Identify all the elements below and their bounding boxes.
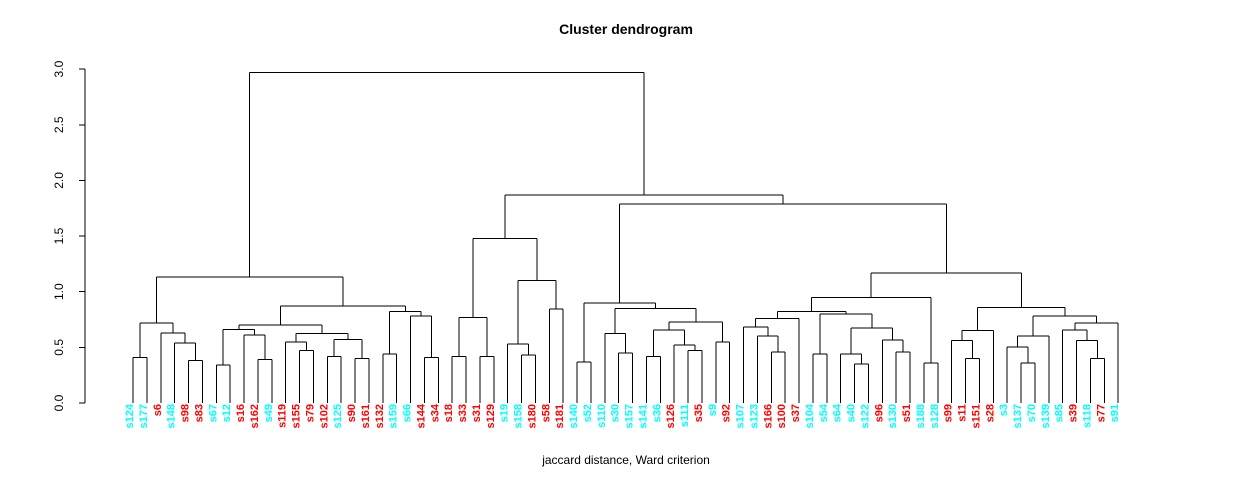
leaf-label: s99	[943, 404, 955, 422]
leaf-label: s100	[776, 404, 788, 428]
y-tick-label: 1.0	[52, 283, 66, 300]
y-tick-label: 1.5	[52, 227, 66, 244]
leaf-label: s110	[596, 404, 608, 428]
leaf-label: s157	[624, 404, 636, 428]
leaf-label: s90	[346, 404, 358, 422]
leaf-label: s151	[970, 404, 982, 428]
leaf-label: s180	[526, 404, 538, 428]
leaf-label: s128	[929, 404, 941, 428]
leaf-label: s155	[291, 404, 303, 428]
leaf-label: s77	[1095, 404, 1107, 422]
leaf-label: s119	[277, 404, 289, 428]
leaf-label: s96	[873, 404, 885, 422]
y-tick-label: 0.5	[52, 339, 66, 356]
leaf-label: s12	[221, 404, 233, 422]
leaf-label: s54	[818, 403, 830, 422]
leaf-label: s67	[207, 404, 219, 422]
leaf-label: s19	[499, 404, 511, 422]
leaf-label: s161	[360, 404, 372, 428]
leaf-label: s162	[249, 404, 261, 428]
leaf-label: s83	[193, 404, 205, 422]
leaf-label: s9	[707, 404, 719, 416]
leaf-label: s51	[901, 404, 913, 422]
leaf-label: s16	[235, 404, 247, 422]
leaf-label: s18	[443, 404, 455, 422]
leaf-label: s141	[637, 404, 649, 428]
leaf-label: s66	[402, 404, 414, 422]
leaf-label: s159	[388, 404, 400, 428]
leaf-label: s177	[138, 404, 150, 428]
leaf-label: s6	[152, 404, 164, 416]
leaf-label: s132	[374, 404, 386, 428]
leaf-label: s111	[679, 404, 691, 427]
leaf-label: s85	[1054, 404, 1066, 422]
leaf-label: s30	[610, 404, 622, 422]
leaf-label: s122	[859, 404, 871, 428]
leaf-label: s118	[1081, 404, 1093, 428]
leaf-label: s28	[984, 404, 996, 422]
leaf-label: s137	[1012, 404, 1024, 428]
leaf-label: s123	[748, 404, 760, 428]
leaf-label: s79	[304, 404, 316, 422]
leaf-label: s102	[318, 404, 330, 428]
leaf-label: s107	[735, 404, 747, 428]
leaf-label: s91	[1109, 404, 1121, 422]
leaf-label: s181	[554, 404, 566, 428]
leaf-label: s166	[762, 404, 774, 428]
leaf-label: s11	[957, 404, 969, 422]
leaf-label: s98	[180, 404, 192, 422]
leaf-label: s144	[415, 403, 427, 428]
y-tick-label: 2.0	[52, 172, 66, 189]
x-axis-label: jaccard distance, Ward criterion	[542, 453, 710, 467]
leaf-label: s148	[166, 404, 178, 428]
leaf-label: s158	[513, 404, 525, 428]
leaf-label: s129	[485, 404, 497, 428]
leaf-label: s126	[665, 404, 677, 428]
leaf-label: s58	[540, 404, 552, 422]
leaf-label: s124	[124, 403, 136, 428]
leaf-label: s37	[790, 404, 802, 422]
leaf-label: s188	[915, 404, 927, 428]
leaf-label: s139	[1040, 404, 1052, 428]
y-tick-label: 0.0	[52, 394, 66, 411]
leaf-label: s3	[998, 404, 1010, 416]
leaf-label: s140	[568, 404, 580, 428]
leaf-label: s36	[651, 404, 663, 422]
leaf-label: s125	[332, 404, 344, 428]
leaf-label: s40	[846, 404, 858, 422]
leaf-label: s104	[804, 403, 816, 428]
leaf-label: s33	[457, 404, 469, 422]
leaf-label: s70	[1026, 404, 1038, 422]
leaf-label: s52	[582, 404, 594, 422]
leaf-label: s31	[471, 404, 483, 422]
leaf-label: s34	[429, 403, 441, 422]
y-tick-label: 3.0	[52, 60, 66, 77]
leaf-label: s92	[721, 404, 733, 422]
chart-title: Cluster dendrogram	[559, 21, 693, 37]
leaf-label: s49	[263, 404, 275, 422]
leaf-label: s64	[832, 403, 844, 422]
y-tick-label: 2.5	[52, 116, 66, 133]
leaf-label: s130	[887, 404, 899, 428]
leaf-label: s39	[1068, 404, 1080, 422]
leaf-label: s35	[693, 404, 705, 422]
